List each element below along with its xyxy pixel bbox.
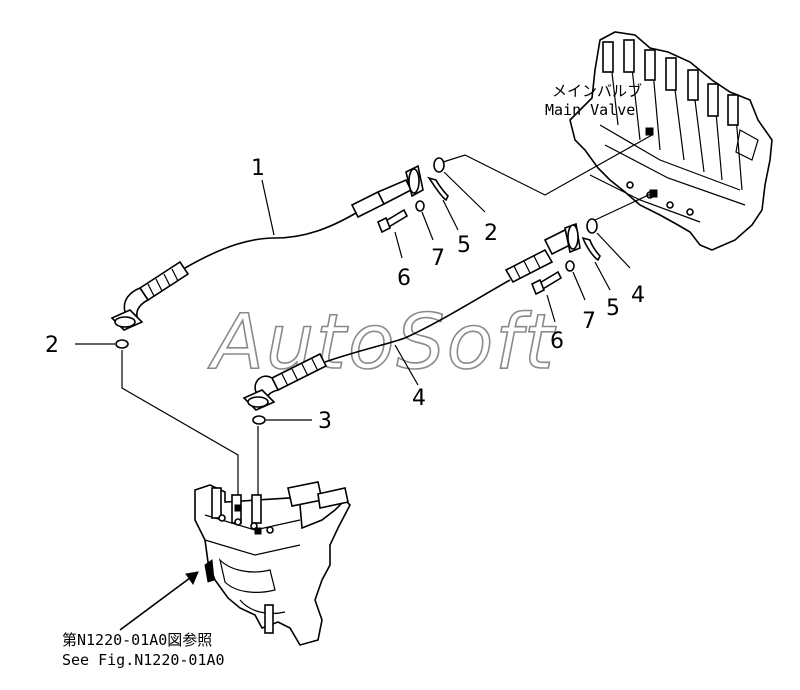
callout-1: 1: [251, 156, 265, 181]
leader-swivel-left: [121, 350, 239, 500]
callout-6-lower: 6: [550, 329, 564, 354]
split-flange-5-upper: [426, 176, 449, 202]
callout-2-upper: 2: [484, 221, 498, 246]
main-valve-label-jp: メインバルブ: [552, 82, 642, 100]
washer-7-upper: [415, 200, 425, 212]
callout-4-upper: 4: [631, 283, 645, 308]
leader-port-lower: [594, 191, 656, 221]
leader-5-upper: [442, 199, 459, 231]
reference-arrow-head: [185, 571, 199, 586]
o-ring-2-lower: [115, 339, 129, 349]
watermark: AutoSoft: [207, 297, 557, 386]
o-ring-4-upper: [586, 218, 598, 234]
reference-label-jp: 第N1220-01A0図参照: [62, 631, 212, 649]
o-ring-4-lower: [252, 415, 266, 425]
callout-6-upper: 6: [397, 266, 411, 291]
callout-5-lower: 5: [606, 296, 620, 321]
bolt-6-lower: [530, 270, 563, 296]
leader-6-lower: [546, 294, 556, 323]
reference-label-en: See Fig.N1220-01A0: [62, 651, 225, 669]
callout-7-upper: 7: [431, 246, 445, 271]
callout-2-lower: 2: [45, 333, 59, 358]
callout-5-upper: 5: [457, 233, 471, 258]
leader-6-upper: [394, 231, 403, 259]
callout-4-lower: 3: [318, 409, 332, 434]
leader-7-upper: [421, 211, 434, 241]
callout-3: 4: [412, 386, 426, 411]
split-flange-5-lower: [581, 236, 601, 262]
hose-3: [242, 222, 581, 411]
leader-4-upper: [596, 232, 631, 269]
bolt-6-upper: [376, 208, 409, 234]
leader-3: [394, 344, 419, 386]
main-valve-label-en: Main Valve: [545, 101, 635, 119]
reference-arrow: [119, 571, 199, 631]
leader-7-lower: [572, 271, 586, 301]
leader-1: [261, 179, 275, 236]
leader-port-upper: [439, 134, 653, 196]
washer-7-lower: [565, 260, 575, 272]
o-ring-2-upper: [433, 157, 445, 173]
leader-2-upper: [443, 171, 486, 213]
leader-5-lower: [594, 261, 611, 291]
swivel-joint: [194, 481, 351, 646]
hose-1: [110, 164, 424, 331]
callout-7-lower: 7: [582, 309, 596, 334]
